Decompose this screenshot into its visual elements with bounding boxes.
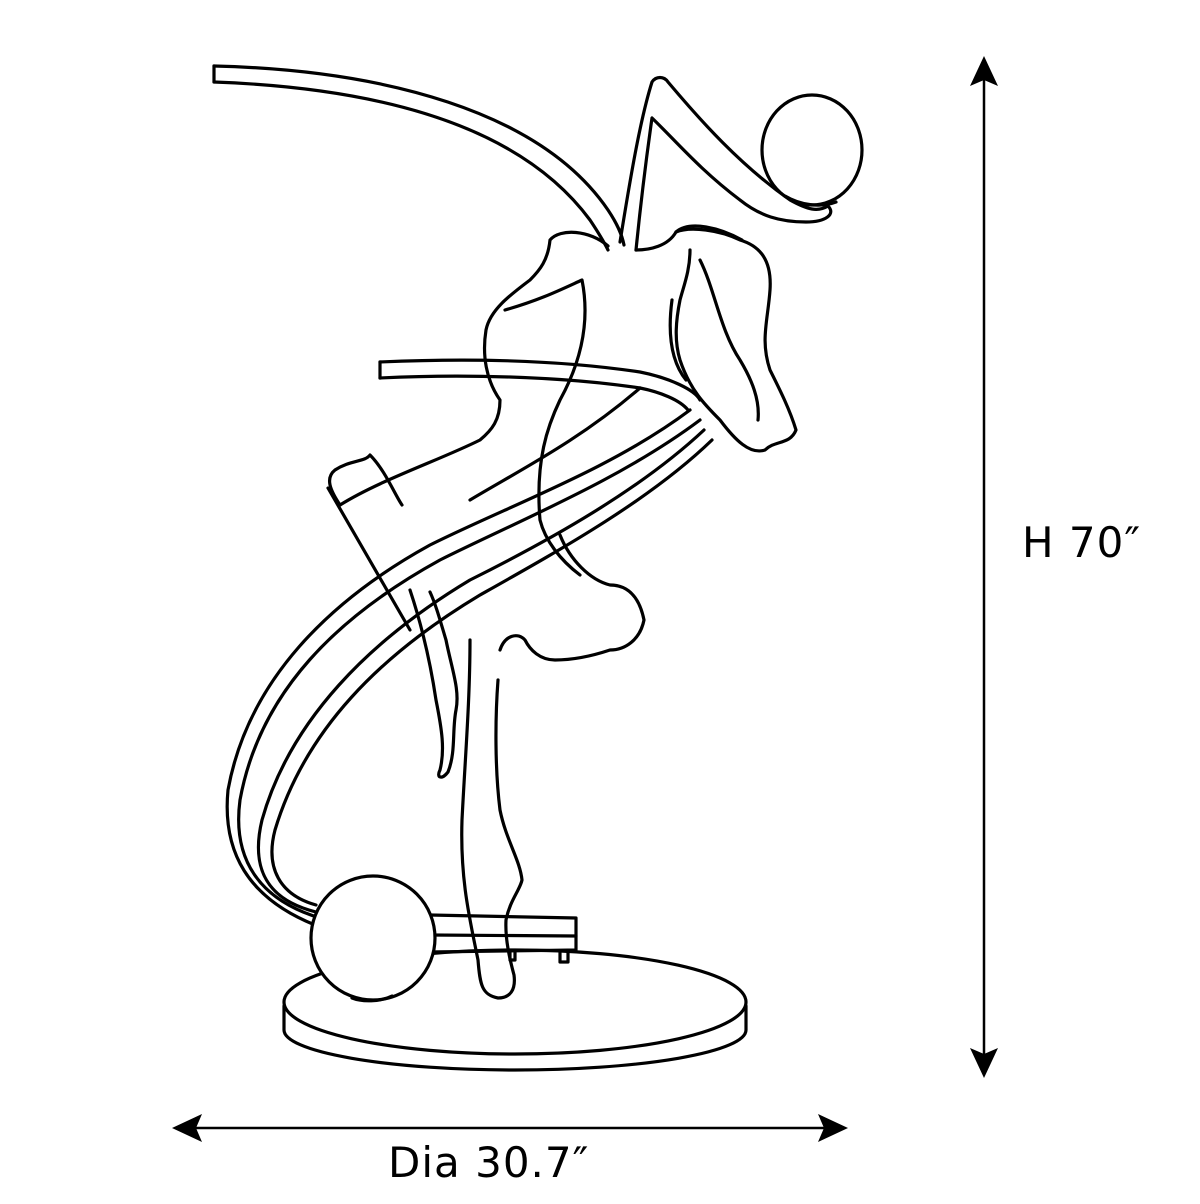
height-dimension-arrow — [970, 56, 998, 1078]
arrow-left-icon — [172, 1114, 202, 1142]
diameter-dimension-label: Dia 30.7″ — [388, 1138, 590, 1187]
upper-globe-shade — [760, 93, 864, 207]
arrow-down-icon — [970, 1048, 998, 1078]
arrow-up-icon — [970, 56, 998, 86]
dancer-figure — [326, 75, 833, 1000]
spiral-ribbon-arms — [212, 64, 714, 927]
lower-globe-shade — [309, 874, 437, 1003]
arrow-right-icon — [818, 1114, 848, 1142]
height-dimension-label: H 70″ — [1022, 518, 1142, 567]
diameter-dimension-arrow — [172, 1114, 848, 1142]
